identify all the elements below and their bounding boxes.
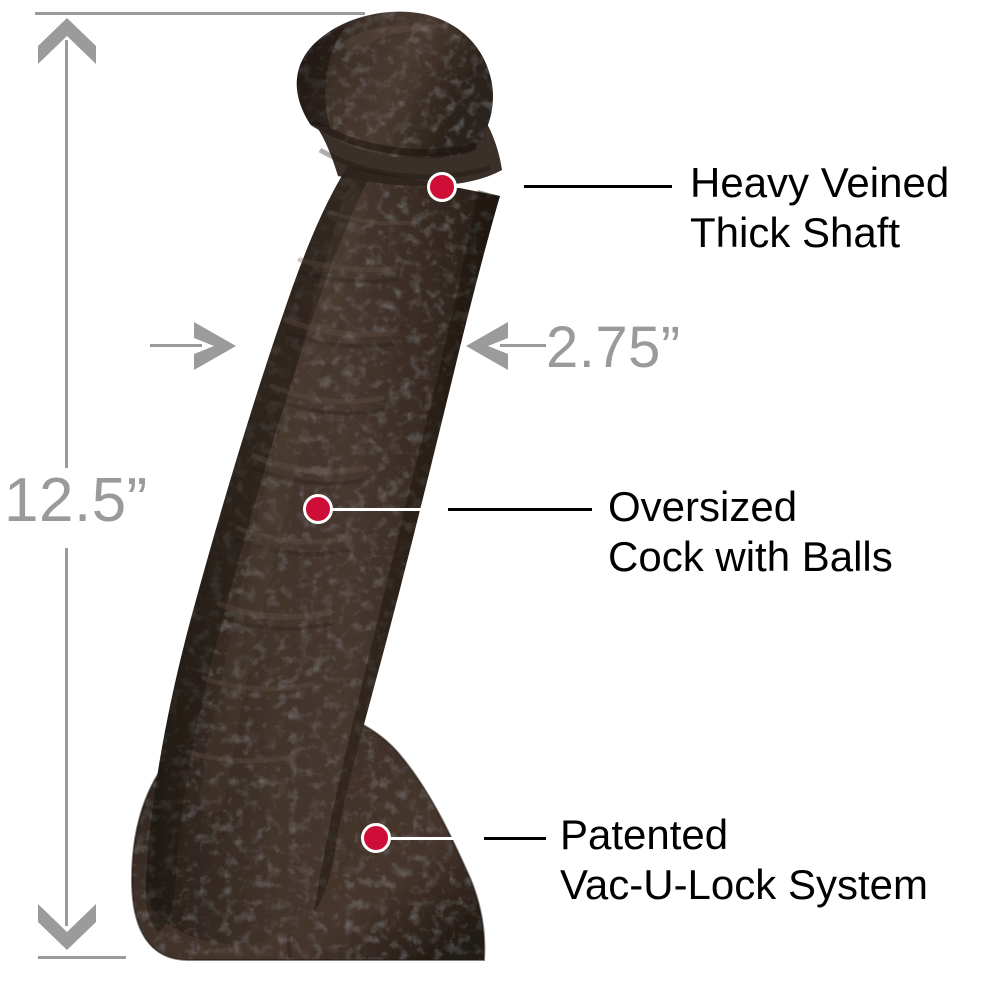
width-left-tail-line <box>150 344 202 347</box>
callout-cock-balls-leader-black <box>448 508 592 511</box>
height-dimension-label: 12.5” <box>4 466 148 535</box>
callout-cock-balls-leader-white <box>330 508 448 511</box>
width-right-tail-line <box>500 344 546 347</box>
product-shaft <box>145 166 500 945</box>
callout-shaft-leader-white <box>448 185 524 188</box>
height-dimension-line-lower <box>65 548 68 926</box>
product-head <box>296 11 502 187</box>
callout-shaft-leader-black <box>524 185 672 188</box>
width-right-pointing-arrow-icon <box>194 322 236 370</box>
callout-cock-balls-label: Oversized Cock with Balls <box>608 483 893 580</box>
callout-cock-balls-dot-icon[interactable] <box>303 494 333 524</box>
height-top-extension-line <box>35 12 365 15</box>
callout-vac-lock-leader-black <box>484 837 546 840</box>
callout-vac-lock-dot-icon[interactable] <box>361 823 391 853</box>
callout-shaft-dot-icon[interactable] <box>427 172 457 202</box>
width-dimension-label: 2.75” <box>546 315 681 380</box>
height-dimension-line-upper <box>65 40 68 468</box>
height-down-arrow-icon <box>38 904 96 950</box>
height-bottom-extension-line <box>38 956 126 959</box>
width-left-pointing-arrow-icon <box>466 322 508 370</box>
callout-vac-lock-label: Patented Vac-U-Lock System <box>560 811 928 908</box>
callout-vac-lock-leader-white <box>388 837 484 840</box>
product-base <box>130 704 486 961</box>
height-up-arrow-icon <box>38 18 96 64</box>
callout-shaft-label: Heavy Veined Thick Shaft <box>690 159 950 256</box>
